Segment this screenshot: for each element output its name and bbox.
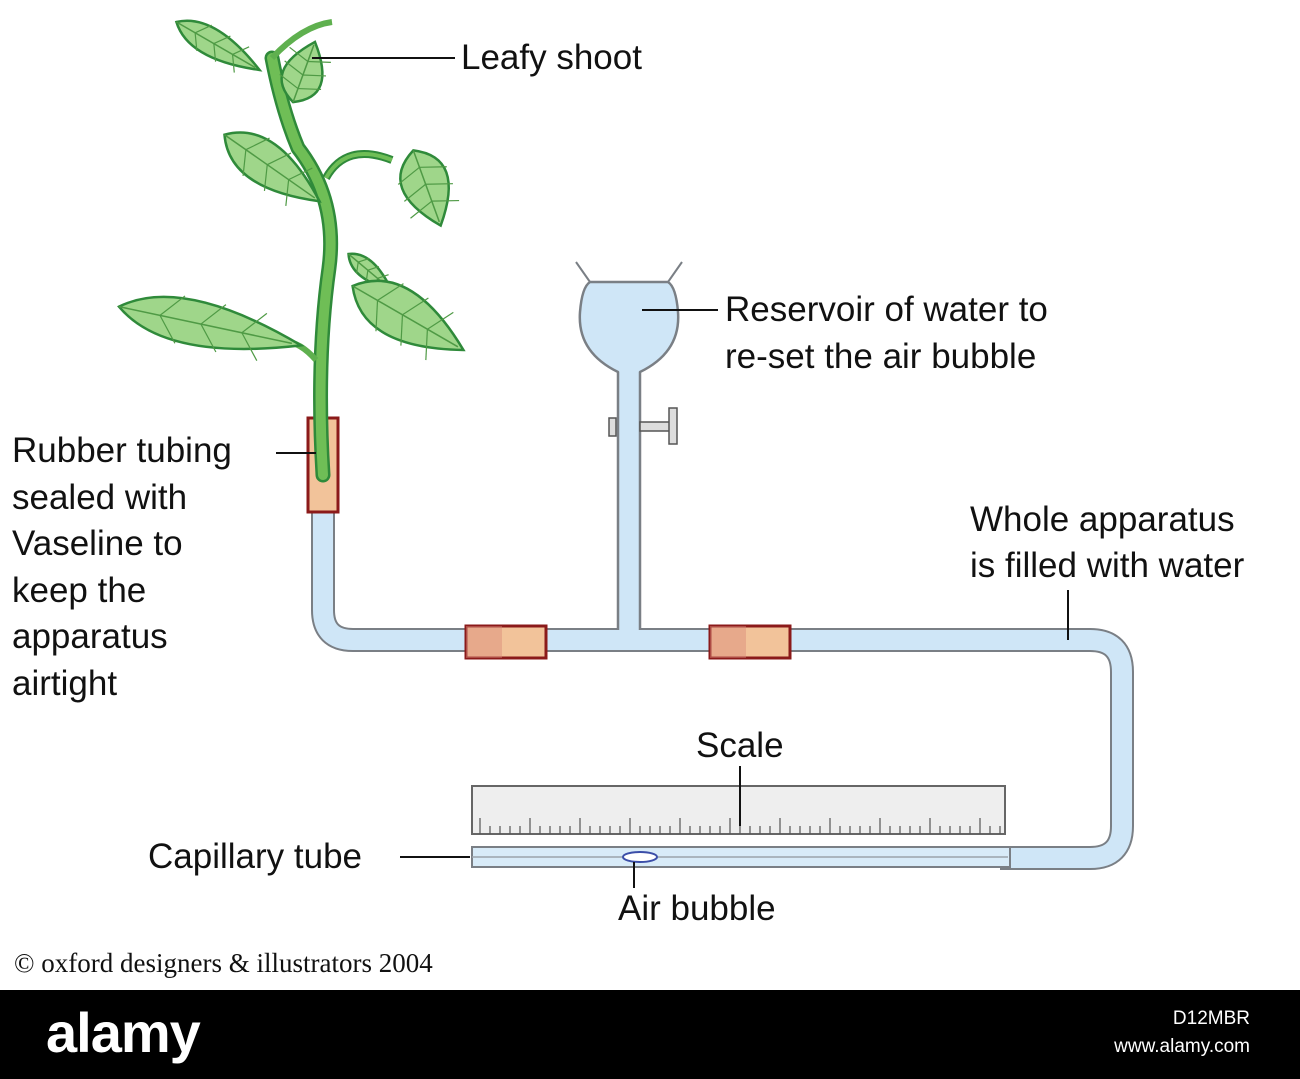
label-whole-apparatus-line2: is filled with water (970, 546, 1245, 585)
leafy-shoot (117, 19, 466, 483)
label-scale: Scale (696, 726, 784, 765)
label-reservoir-line2: re-set the air bubble (725, 337, 1037, 376)
tap-icon (608, 407, 678, 445)
leaf-icon (223, 131, 322, 206)
image-id: D12MBR (1172, 1008, 1250, 1029)
site-url: www.alamy.com (1114, 1036, 1250, 1057)
label-rubber-tubing-line2: sealed with (12, 478, 188, 517)
label-capillary-tube: Capillary tube (148, 837, 362, 876)
label-rubber-tubing-line1: Rubber tubing (12, 431, 232, 470)
label-rubber-tubing-line5: apparatus (12, 617, 168, 656)
label-whole-apparatus-line1: Whole apparatus (970, 500, 1235, 539)
label-rubber-tubing-line6: airtight (12, 664, 118, 703)
label-rubber-tubing-line3: Vaseline to (12, 524, 183, 563)
leaf-icon (397, 149, 460, 228)
label-rubber-tubing-line4: keep the (12, 571, 147, 610)
label-reservoir-line1: Reservoir of water to (725, 290, 1048, 329)
leaf-icon (174, 19, 263, 73)
label-leafy-shoot: Leafy shoot (461, 38, 642, 77)
scale-ruler (471, 785, 1006, 835)
capillary-tube (471, 846, 1011, 868)
pointer-lines (276, 57, 1069, 888)
reservoir (575, 261, 683, 648)
leaf-icon (279, 40, 331, 104)
air-bubble-shape (622, 851, 658, 863)
rubber-joint-left (464, 624, 548, 660)
label-air-bubble: Air bubble (618, 889, 776, 928)
potometer-diagram: Leafy shoot Reservoir of water to re-set… (12, 19, 1245, 978)
stock-footer-bar: alamy D12MBR www.alamy.com (0, 990, 1300, 1079)
rubber-joint-right (708, 624, 792, 660)
water-tube (311, 478, 1134, 870)
leaf-icon (351, 279, 466, 361)
potometer-illustration (117, 19, 1134, 888)
brand-logo: alamy (46, 1001, 201, 1064)
leaf-icon (117, 295, 305, 361)
copyright-notice: © oxford designers & illustrators 2004 (14, 948, 433, 978)
